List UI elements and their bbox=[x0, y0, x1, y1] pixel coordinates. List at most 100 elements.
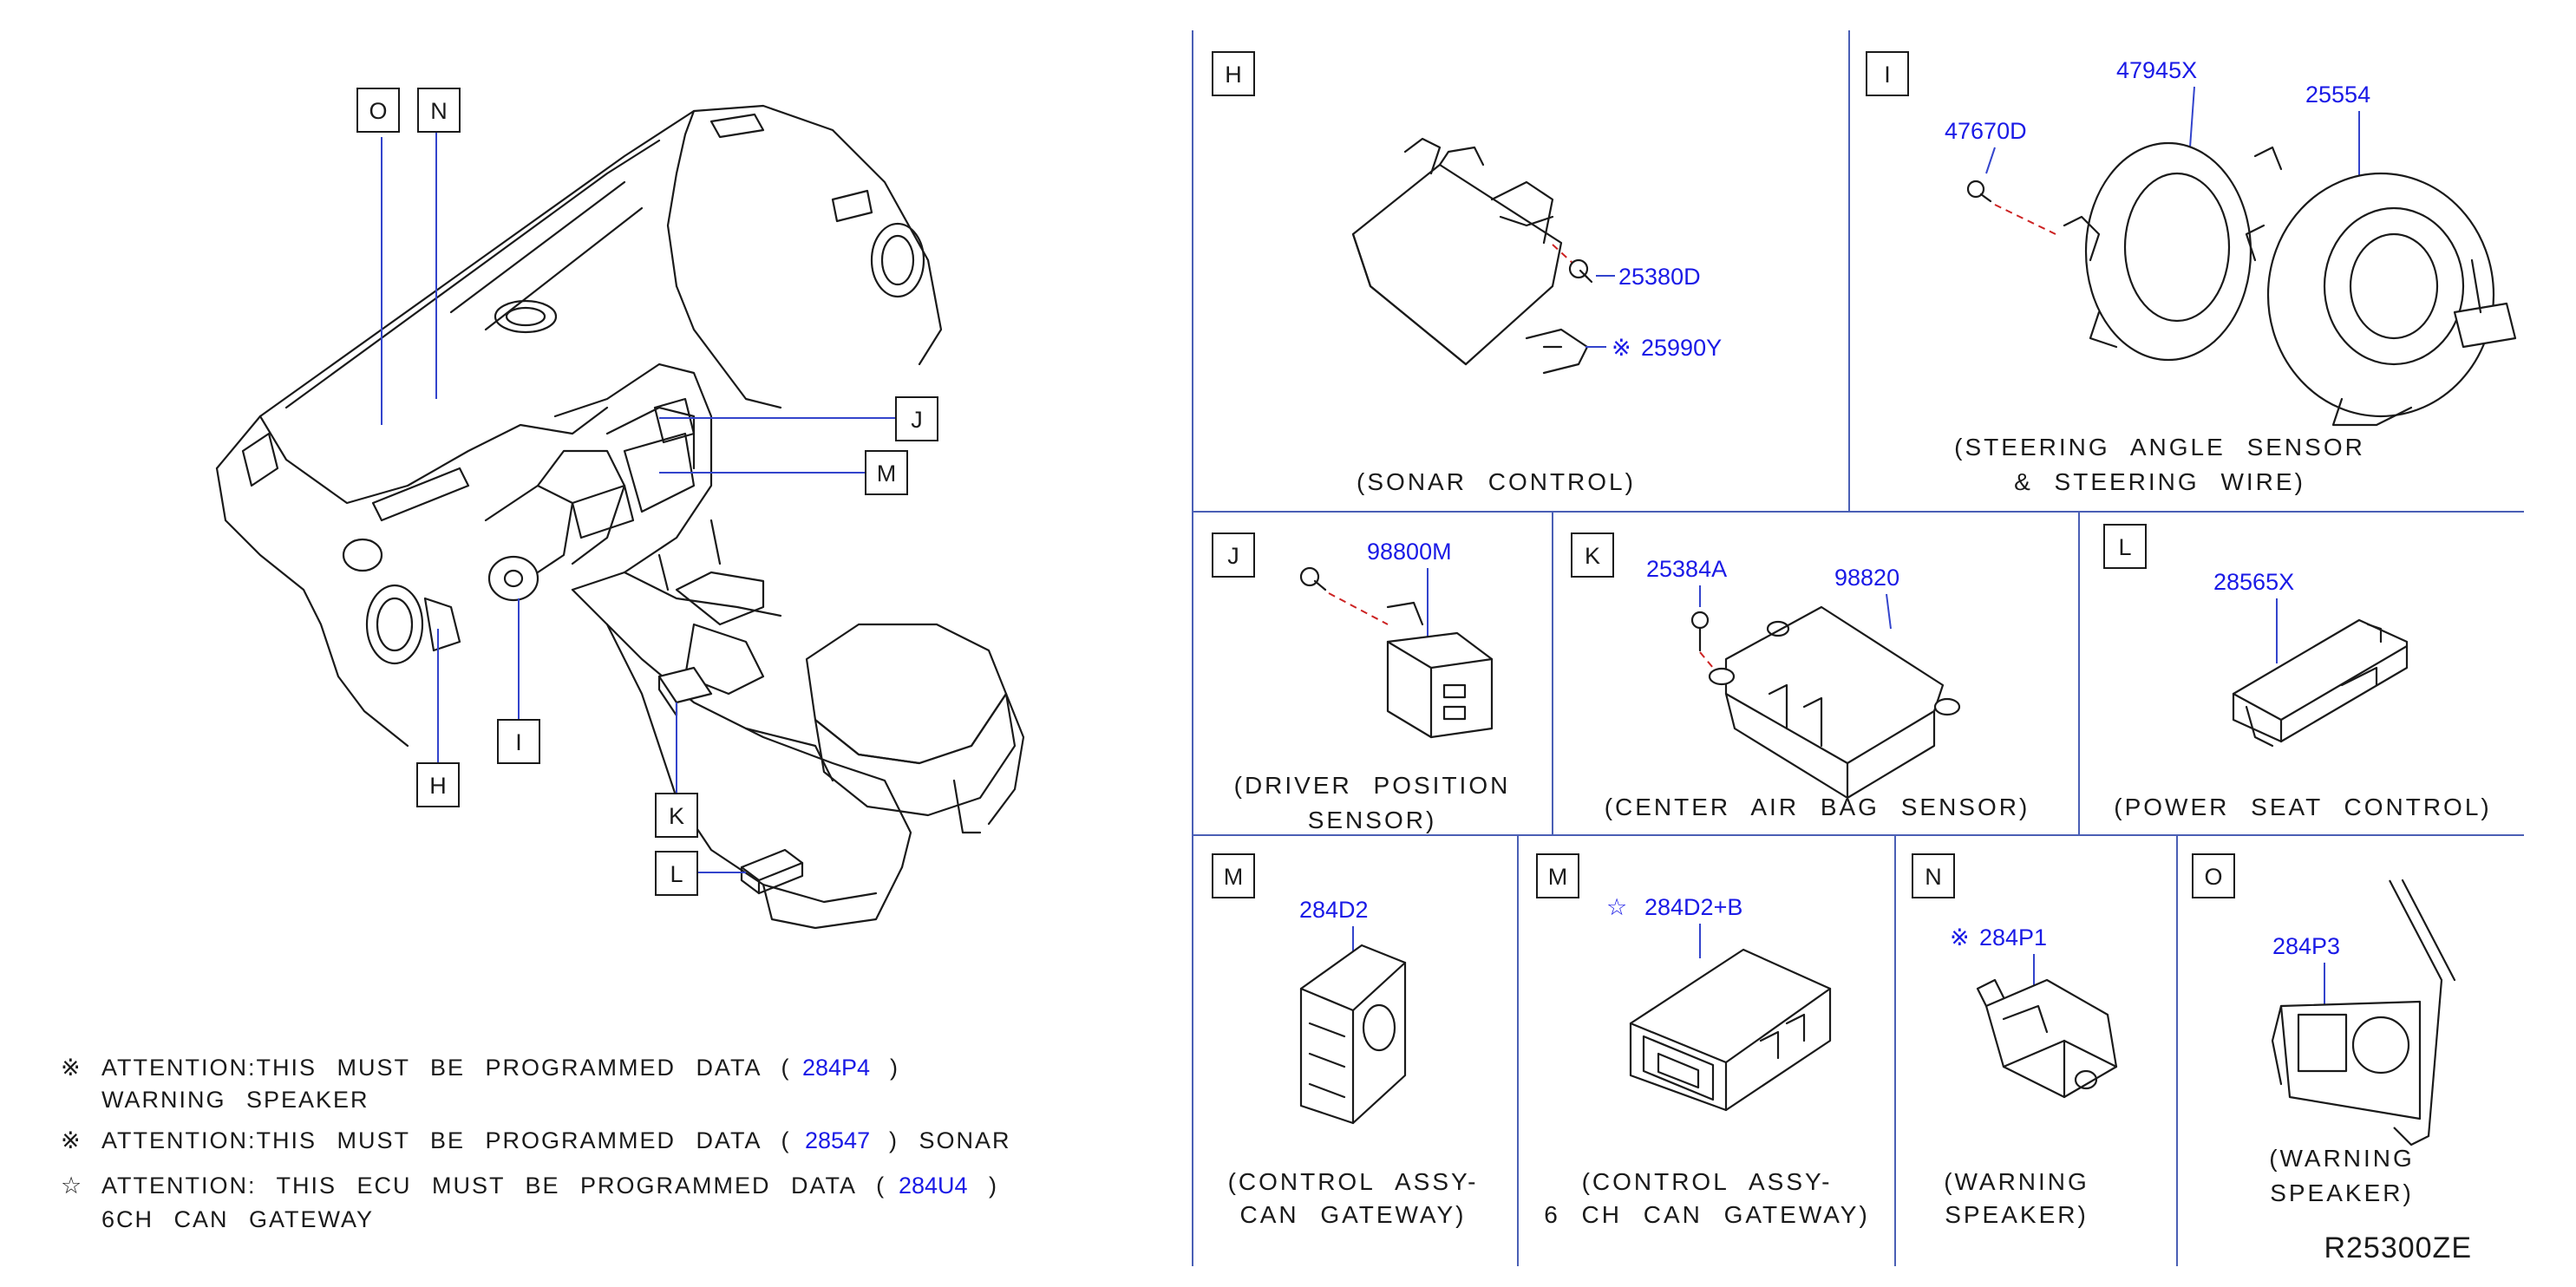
screw-25380d bbox=[1552, 244, 1593, 284]
svg-text:47945X: 47945X bbox=[2116, 57, 2197, 83]
svg-text:284P4: 284P4 bbox=[802, 1055, 870, 1081]
center-air-bag-sensor bbox=[1708, 605, 1961, 800]
panel-o: O 284P3 (WARNING SPEAKER) bbox=[2192, 853, 2456, 1206]
svg-text:(DRIVER POSITION: (DRIVER POSITION bbox=[1234, 772, 1511, 799]
svg-text:284P1: 284P1 bbox=[1979, 924, 2047, 951]
steering-angle-sensor bbox=[2063, 141, 2283, 362]
kome-symbol: ※ bbox=[1950, 924, 1970, 951]
svg-text:(STEERING ANGLE SENSOR: (STEERING ANGLE SENSOR bbox=[1954, 434, 2365, 461]
svg-text:98820: 98820 bbox=[1834, 565, 1899, 591]
svg-text:SENSOR): SENSOR) bbox=[1308, 807, 1437, 833]
overview-part-l bbox=[740, 848, 804, 895]
callout-n: N bbox=[417, 88, 461, 133]
svg-text:N: N bbox=[1925, 864, 1942, 890]
svg-text:I: I bbox=[515, 729, 522, 755]
svg-text:47670D: 47670D bbox=[1945, 118, 2027, 144]
svg-text:25990Y: 25990Y bbox=[1641, 335, 1722, 361]
svg-text:O: O bbox=[2204, 864, 2222, 890]
panel-i: I 47945X 25554 47670D (STEERING A bbox=[1866, 51, 2517, 495]
panel-k: K 25384A 98820 (CENTER AIR BAG SENSOR) bbox=[1571, 532, 2030, 820]
svg-text:284D2: 284D2 bbox=[1299, 897, 1369, 923]
callout-j: J bbox=[895, 396, 938, 441]
callout-k: K bbox=[655, 793, 698, 838]
svg-text:25380D: 25380D bbox=[1618, 264, 1701, 290]
svg-text:(CONTROL ASSY-: (CONTROL ASSY- bbox=[1582, 1168, 1833, 1195]
svg-text:M: M bbox=[877, 461, 897, 487]
svg-text:J: J bbox=[911, 407, 923, 433]
svg-text:) SONAR: ) SONAR bbox=[889, 1127, 1011, 1153]
six-ch-can-gateway-unit bbox=[1629, 948, 1832, 1112]
sonar-control-unit bbox=[1351, 137, 1589, 375]
svg-text:284P3: 284P3 bbox=[2272, 933, 2340, 959]
panel-j: J 98800M (DRIVER POSITION SENSOR) bbox=[1212, 532, 1511, 833]
steering-wire-clock-spring bbox=[2245, 172, 2517, 427]
svg-text:※: ※ bbox=[61, 1055, 82, 1081]
svg-text:): ) bbox=[989, 1173, 998, 1199]
svg-text:(CENTER AIR BAG SENSOR): (CENTER AIR BAG SENSOR) bbox=[1605, 794, 2030, 820]
callout-i: I bbox=[497, 719, 540, 764]
svg-text:J: J bbox=[1227, 543, 1239, 569]
note-1: ※ ATTENTION:THIS MUST BE PROGRAMMED DATA… bbox=[61, 1055, 899, 1113]
svg-text:ATTENTION:THIS MUST BE PROG: ATTENTION:THIS MUST BE PROGRAMMED DATA ( bbox=[101, 1055, 791, 1081]
svg-text:(SONAR CONTROL): (SONAR CONTROL) bbox=[1357, 468, 1636, 495]
svg-text:SPEAKER): SPEAKER) bbox=[1945, 1201, 2089, 1228]
svg-text:WARNING SPEAKER: WARNING SPEAKER bbox=[101, 1087, 369, 1113]
svg-text:M: M bbox=[1224, 864, 1244, 890]
svg-text:L: L bbox=[670, 861, 683, 887]
screw-47670d bbox=[1966, 180, 2056, 235]
svg-text:☆: ☆ bbox=[61, 1173, 83, 1199]
power-seat-control-unit bbox=[2232, 618, 2409, 748]
callout-h: H bbox=[416, 762, 460, 807]
svg-text:(WARNING: (WARNING bbox=[2269, 1145, 2415, 1172]
diagram-reference-code: R25300ZE bbox=[2324, 1231, 2472, 1264]
svg-text:M: M bbox=[1548, 864, 1568, 890]
dashboard-overview bbox=[215, 104, 1025, 930]
svg-text:(CONTROL ASSY-: (CONTROL ASSY- bbox=[1228, 1168, 1479, 1195]
svg-text:284U4: 284U4 bbox=[899, 1173, 968, 1199]
svg-text:L: L bbox=[2118, 534, 2131, 560]
svg-text:K: K bbox=[669, 803, 684, 829]
svg-text:6CH CAN GATEWAY: 6CH CAN GATEWAY bbox=[101, 1206, 374, 1232]
kome-symbol: ※ bbox=[1612, 335, 1631, 361]
warning-speaker-n bbox=[1976, 978, 2118, 1099]
svg-text:K: K bbox=[1585, 543, 1600, 569]
svg-text:CAN GATEWAY): CAN GATEWAY) bbox=[1239, 1201, 1466, 1228]
driver-position-sensor bbox=[1386, 601, 1494, 739]
can-gateway-unit bbox=[1299, 944, 1407, 1125]
panel-frames bbox=[1192, 30, 2524, 1266]
svg-text:25554: 25554 bbox=[2305, 82, 2370, 108]
star-symbol: ☆ bbox=[1606, 894, 1627, 920]
panel-m2: M ☆ 284D2+B (CONTROL ASSY- 6 CH CAN GATE… bbox=[1536, 853, 1870, 1228]
svg-text:O: O bbox=[369, 98, 387, 124]
svg-text:25384A: 25384A bbox=[1646, 556, 1727, 582]
overview-leaders bbox=[381, 132, 896, 873]
svg-text:※: ※ bbox=[61, 1127, 82, 1153]
svg-text:98800M: 98800M bbox=[1367, 539, 1452, 565]
svg-text:N: N bbox=[430, 98, 448, 124]
screw-driver-sensor bbox=[1299, 566, 1389, 625]
svg-text:6 CH CAN GATEWAY): 6 CH CAN GATEWAY) bbox=[1544, 1201, 1870, 1228]
panel-h: H 25380D ※ 25990Y (SONAR CONTROL) bbox=[1212, 51, 1722, 495]
attention-notes: ※ ATTENTION:THIS MUST BE PROGRAMMED DATA… bbox=[61, 1055, 1011, 1232]
panel-m1: M 284D2 (CONTROL ASSY- CAN GATEWAY) bbox=[1212, 853, 1479, 1228]
svg-text:H: H bbox=[1225, 62, 1242, 88]
svg-text:(WARNING: (WARNING bbox=[1944, 1168, 2089, 1195]
callout-l: L bbox=[655, 851, 698, 896]
svg-text:H: H bbox=[429, 773, 447, 799]
svg-text:ATTENTION: THIS ECU MUST B: ATTENTION: THIS ECU MUST BE PROGRAMMED D… bbox=[101, 1173, 886, 1199]
callout-m: M bbox=[865, 450, 908, 495]
svg-text:& STEERING WIRE): & STEERING WIRE) bbox=[2014, 468, 2305, 495]
svg-text:(POWER SEAT CONTROL): (POWER SEAT CONTROL) bbox=[2114, 794, 2491, 820]
panel-n: N ※ 284P1 (WARNING SPEAKER) bbox=[1912, 853, 2118, 1228]
svg-text:28565X: 28565X bbox=[2213, 569, 2294, 595]
bolt-25384a bbox=[1690, 611, 1714, 669]
svg-text:): ) bbox=[890, 1055, 899, 1081]
svg-text:284D2+B: 284D2+B bbox=[1644, 894, 1742, 920]
panel-l: L 28565X (POWER SEAT CONTROL) bbox=[2103, 524, 2491, 820]
warning-speaker-o bbox=[2271, 879, 2456, 1147]
svg-text:ATTENTION:THIS MUST BE PROG: ATTENTION:THIS MUST BE PROGRAMMED DATA ( bbox=[101, 1127, 791, 1153]
note-2: ※ ATTENTION:THIS MUST BE PROGRAMMED DATA… bbox=[61, 1127, 1011, 1153]
svg-text:28547: 28547 bbox=[805, 1127, 870, 1153]
note-3: ☆ ATTENTION: THIS ECU MUST BE PROGRAMMED… bbox=[61, 1173, 998, 1232]
